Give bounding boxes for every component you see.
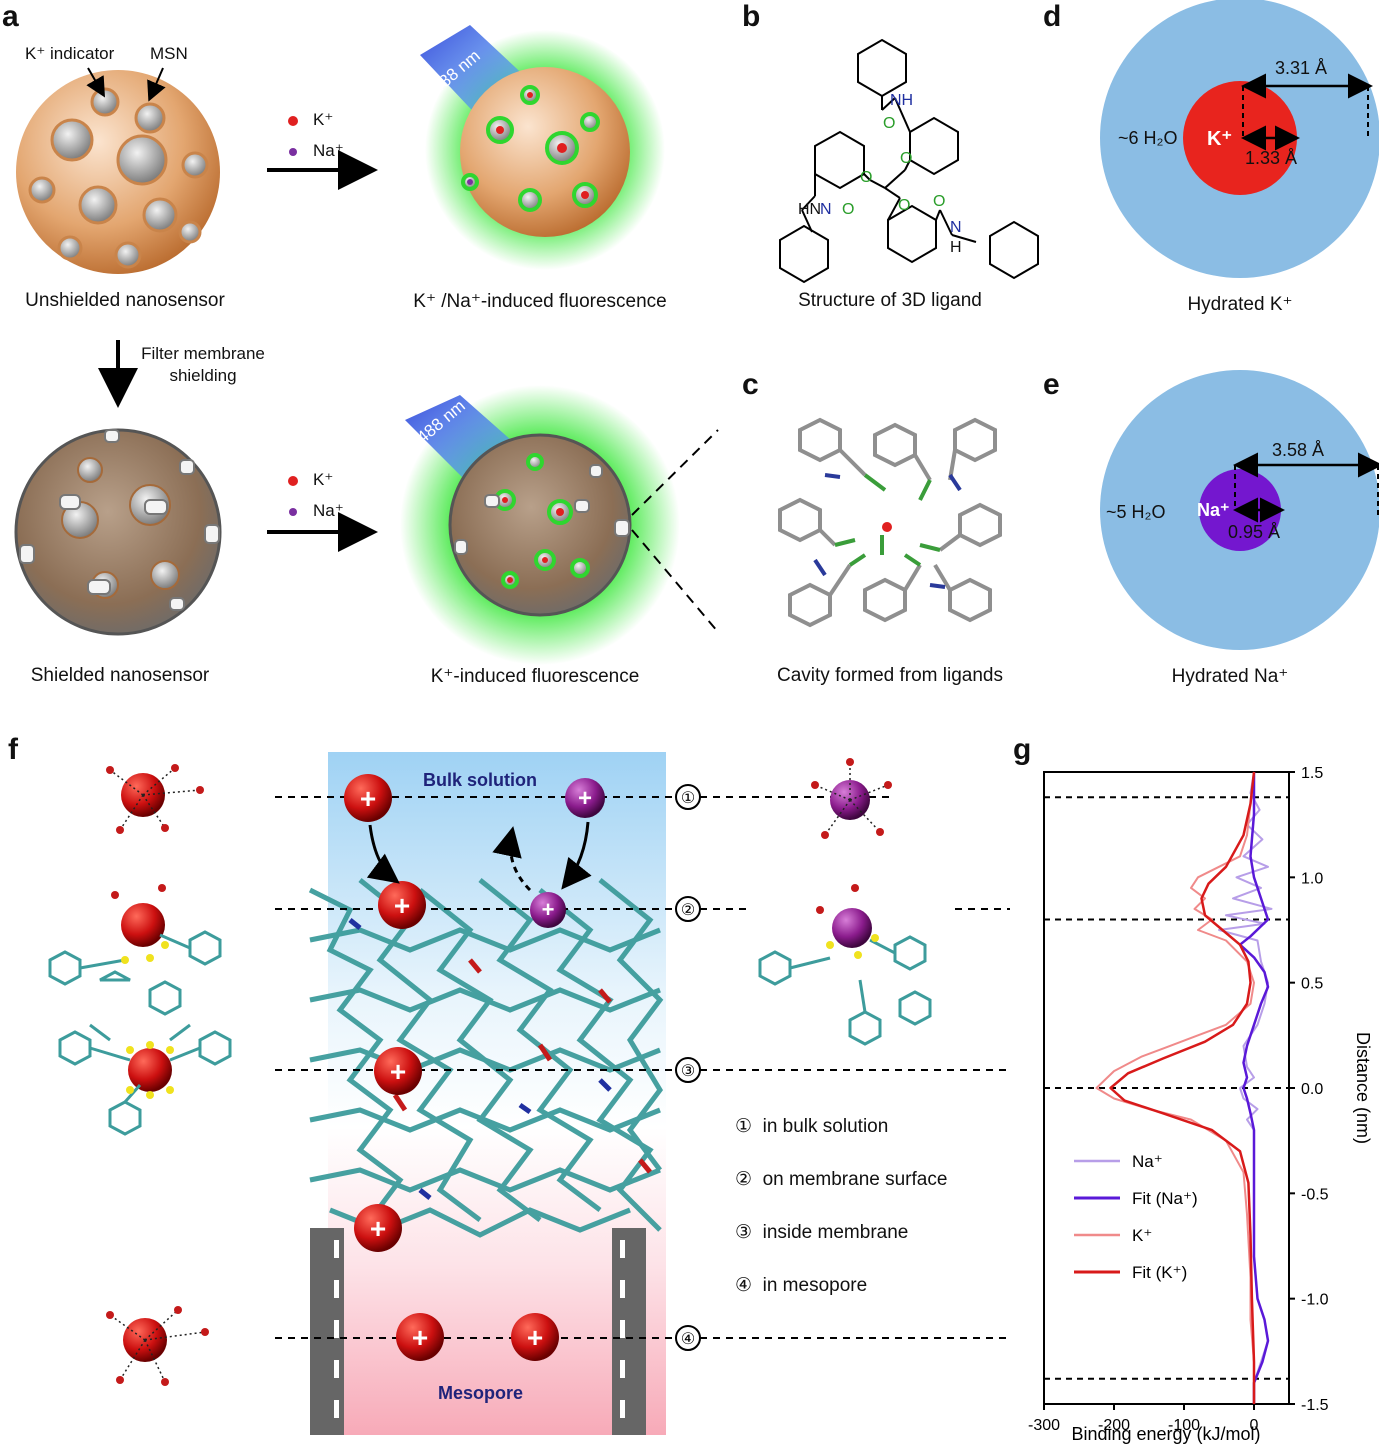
y-tick-label: 1.0 bbox=[1301, 870, 1323, 887]
marker-1: ① bbox=[681, 790, 695, 807]
plus-1: + bbox=[360, 783, 376, 814]
region-legend-item: ② on membrane surface bbox=[735, 1169, 948, 1190]
k-outer-radius: 3.31 Å bbox=[1275, 58, 1328, 78]
plus-2: + bbox=[578, 785, 592, 812]
fluorescent-msn-bottom bbox=[400, 385, 680, 665]
column-ions bbox=[344, 774, 605, 1361]
fluorescent-msn-top bbox=[420, 25, 665, 270]
atom-nh: NH bbox=[890, 92, 913, 109]
panel-label-d: d bbox=[1043, 0, 1062, 33]
membrane-mesh bbox=[308, 878, 664, 1238]
panel-label-f: f bbox=[8, 733, 18, 766]
na-ion-label: Na⁺ bbox=[1197, 500, 1230, 520]
region-legend-item: ① in bulk solution bbox=[735, 1116, 889, 1137]
plus-8: + bbox=[527, 1322, 543, 1353]
panel-a-graphic bbox=[14, 25, 719, 665]
x-axis-label: Binding energy (kJ/mol) bbox=[1071, 1424, 1260, 1444]
caption-hydrated-k: Hydrated K⁺ bbox=[1187, 294, 1293, 315]
y-tick-label: -1.5 bbox=[1301, 1397, 1329, 1414]
na-inner-radius: 0.95 Å bbox=[1228, 522, 1281, 542]
bulk-solution-label: Bulk solution bbox=[423, 770, 537, 790]
caption-hydrated-na: Hydrated Na⁺ bbox=[1171, 666, 1289, 687]
shielded-msn bbox=[14, 428, 222, 636]
caption-shielded: Shielded nanosensor bbox=[30, 665, 210, 686]
unshielded-msn bbox=[16, 70, 220, 274]
panel-label-e: e bbox=[1043, 368, 1060, 401]
x-tick-label: -300 bbox=[1028, 1417, 1060, 1434]
plus-5: + bbox=[390, 1056, 406, 1087]
atom-o6: O bbox=[933, 193, 945, 210]
mesopore-label: Mesopore bbox=[438, 1383, 524, 1403]
atom-n1: N bbox=[820, 201, 832, 218]
legend-k-bottom: K⁺ bbox=[313, 470, 334, 489]
atom-o4: O bbox=[898, 197, 910, 214]
caption-ligand: Structure of 3D ligand bbox=[798, 290, 982, 311]
left-hydrated-k-clusters bbox=[48, 764, 232, 1386]
k-ion-label: K⁺ bbox=[1207, 128, 1232, 150]
y-axis-label: Distance (nm) bbox=[1353, 1032, 1373, 1144]
atom-o1: O bbox=[883, 115, 895, 132]
legend-label: Na⁺ bbox=[1132, 1152, 1163, 1171]
k-ion-sphere bbox=[1183, 81, 1297, 195]
legend-label: Fit (Na⁺) bbox=[1132, 1189, 1198, 1208]
right-hydrated-na-clusters bbox=[758, 758, 932, 1046]
atom-o3: O bbox=[860, 169, 872, 186]
ligand-structure: NH O O O O HN N O O N H bbox=[779, 38, 1039, 284]
atom-n2: N bbox=[950, 219, 962, 236]
region-legend: ① in bulk solution ② on membrane surface… bbox=[735, 1115, 947, 1327]
region-legend-item: ③ inside membrane bbox=[735, 1222, 909, 1243]
plus-4: + bbox=[542, 897, 555, 922]
x-tick-label: -100 bbox=[1168, 1417, 1200, 1434]
atom-o5: O bbox=[842, 201, 854, 218]
marker-3: ③ bbox=[681, 1063, 695, 1080]
panel-label-b: b bbox=[742, 0, 761, 33]
filter-label: Filter membrane shielding bbox=[141, 344, 265, 385]
na-water-count: ~5 H₂O bbox=[1106, 502, 1166, 522]
caption-k-fluor: K⁺-induced fluorescence bbox=[430, 666, 640, 687]
na-outer-radius: 3.58 Å bbox=[1272, 440, 1325, 460]
atom-o2: O bbox=[900, 150, 912, 167]
marker-4: ④ bbox=[681, 1331, 695, 1348]
panel-label-a: a bbox=[2, 0, 19, 33]
atom-hn: HN bbox=[798, 201, 821, 218]
binding-energy-chart: -300 -200 -100 0 1.5 1.0 0.5 0.0 -0.5 -1.0 -1.5 N… bbox=[1028, 765, 1373, 1444]
cavity-structure bbox=[778, 417, 1002, 628]
panel-label-g: g bbox=[1013, 733, 1032, 766]
region-legend-item: ④ in mesopore bbox=[735, 1275, 868, 1296]
legend-label: K⁺ bbox=[1132, 1226, 1152, 1245]
series-line bbox=[1238, 772, 1270, 1404]
y-tick-label: 1.5 bbox=[1301, 765, 1323, 782]
legend-na-top: Na⁺ bbox=[313, 141, 344, 160]
k-indicator-label: K⁺ indicator bbox=[25, 44, 115, 63]
x-tick-label: 0 bbox=[1250, 1417, 1259, 1434]
hydrated-ions bbox=[1100, 0, 1379, 650]
k-water-count: ~6 H₂O bbox=[1118, 128, 1178, 148]
legend-k-top: K⁺ bbox=[313, 110, 334, 129]
pore-wall-right bbox=[612, 1228, 646, 1435]
k-inner-radius: 1.33 Å bbox=[1245, 148, 1298, 168]
caption-cavity: Cavity formed from ligands bbox=[777, 665, 1003, 686]
legend-na-bottom: Na⁺ bbox=[313, 501, 344, 520]
plus-6: + bbox=[370, 1213, 386, 1244]
marker-2: ② bbox=[681, 902, 695, 919]
y-tick-label: -1.0 bbox=[1301, 1292, 1329, 1309]
plus-7: + bbox=[412, 1322, 428, 1353]
plus-3: + bbox=[394, 890, 410, 921]
y-tick-label: 0.0 bbox=[1301, 1081, 1323, 1098]
legend-label: Fit (K⁺) bbox=[1132, 1263, 1187, 1282]
panel-label-c: c bbox=[742, 368, 759, 401]
x-tick-label: -200 bbox=[1098, 1417, 1130, 1434]
y-tick-label: -0.5 bbox=[1301, 1186, 1329, 1203]
series-line bbox=[1095, 771, 1255, 1404]
caption-kna-fluor: K⁺ /Na⁺-induced fluorescence bbox=[413, 291, 667, 312]
series-line bbox=[1109, 771, 1256, 1404]
y-tick-label: 0.5 bbox=[1301, 976, 1323, 993]
atom-h: H bbox=[950, 239, 962, 256]
msn-label: MSN bbox=[150, 44, 188, 63]
panel-f-graphic: + + + + + + + + ① ② ③ ④ bbox=[48, 752, 1010, 1435]
caption-unshielded: Unshielded nanosensor bbox=[25, 290, 225, 311]
